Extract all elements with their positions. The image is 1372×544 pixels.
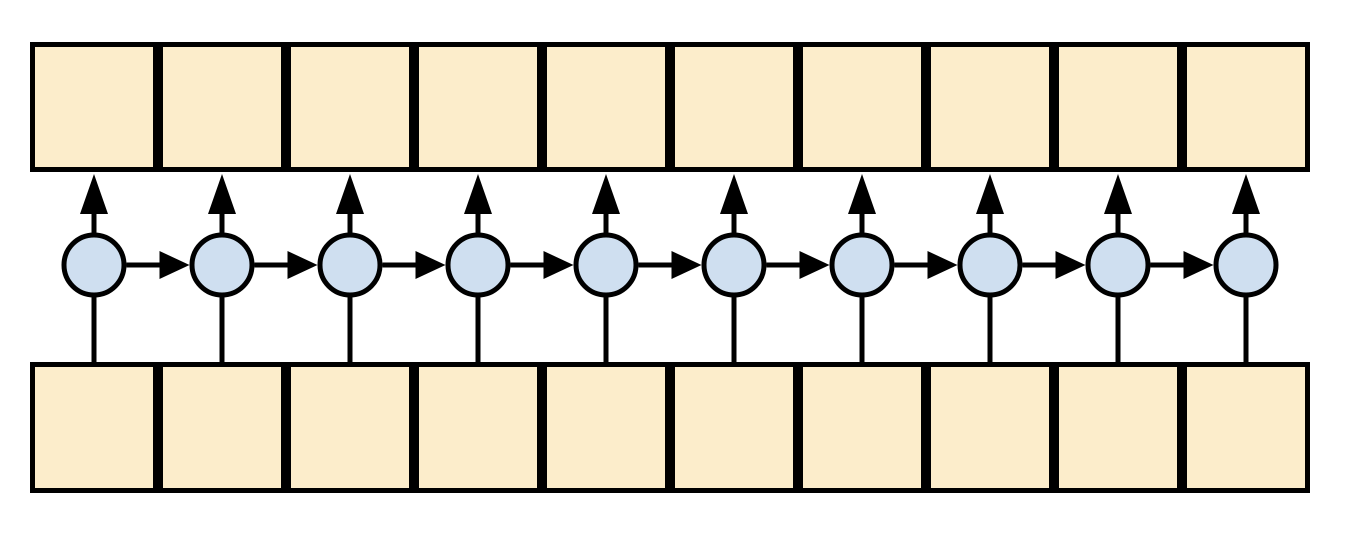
input-connectors-group: [91, 295, 1249, 362]
hidden-state-circle[interactable]: [1085, 232, 1151, 298]
output-arrow-head: [976, 174, 1004, 214]
sequence-cell-box[interactable]: [414, 362, 542, 493]
sequence-cell-box[interactable]: [670, 362, 798, 493]
output-arrow-head: [208, 174, 236, 214]
hidden-state-node[interactable]: [1085, 232, 1151, 298]
hidden-state-node[interactable]: [445, 232, 511, 298]
output-arrow-head: [80, 174, 108, 214]
sequence-cell[interactable]: [670, 42, 798, 172]
recurrent-arrow-head: [543, 251, 574, 279]
hidden-state-node[interactable]: [957, 232, 1023, 298]
recurrent-arrow-head: [415, 251, 446, 279]
sequence-cell[interactable]: [798, 42, 926, 172]
sequence-cell-box[interactable]: [414, 42, 542, 172]
output-arrow-head: [720, 174, 748, 214]
output-arrow-head: [592, 174, 620, 214]
sequence-cell[interactable]: [926, 362, 1054, 493]
recurrent-arrow: [254, 251, 318, 279]
hidden-state-node[interactable]: [829, 232, 895, 298]
sequence-cell-box[interactable]: [542, 42, 670, 172]
hidden-state-circle[interactable]: [829, 232, 895, 298]
hidden-state-node[interactable]: [701, 232, 767, 298]
sequence-cell-box[interactable]: [926, 362, 1054, 493]
output-arrow-head: [848, 174, 876, 214]
sequence-cell[interactable]: [158, 42, 286, 172]
sequence-cell[interactable]: [798, 362, 926, 493]
recurrent-arrow: [766, 251, 830, 279]
output-sequence-row: [30, 42, 1310, 172]
recurrent-arrow: [638, 251, 702, 279]
sequence-cell[interactable]: [926, 42, 1054, 172]
sequence-cell[interactable]: [670, 362, 798, 493]
sequence-cell-box[interactable]: [1182, 42, 1310, 172]
sequence-cell[interactable]: [414, 42, 542, 172]
sequence-cell[interactable]: [286, 42, 414, 172]
hidden-state-node[interactable]: [317, 232, 383, 298]
sequence-cell[interactable]: [1054, 42, 1182, 172]
hidden-state-node[interactable]: [189, 232, 255, 298]
hidden-state-circle[interactable]: [445, 232, 511, 298]
hidden-state-circle[interactable]: [573, 232, 639, 298]
sequence-cell[interactable]: [414, 362, 542, 493]
sequence-cell-box[interactable]: [926, 42, 1054, 172]
sequence-cell-box[interactable]: [286, 42, 414, 172]
sequence-cell[interactable]: [158, 362, 286, 493]
sequence-cell-box[interactable]: [30, 42, 158, 172]
input-sequence-row: [30, 362, 1310, 493]
recurrent-arrow-head: [671, 251, 702, 279]
recurrent-arrow: [1022, 251, 1086, 279]
recurrent-arrows-group: [126, 251, 1214, 279]
sequence-cell[interactable]: [1182, 362, 1310, 493]
output-arrow-head: [1104, 174, 1132, 214]
recurrent-arrow-head: [799, 251, 830, 279]
sequence-cell[interactable]: [286, 362, 414, 493]
recurrent-arrow: [1150, 251, 1214, 279]
recurrent-arrow-head: [927, 251, 958, 279]
sequence-cell-box[interactable]: [1054, 362, 1182, 493]
recurrent-arrow: [382, 251, 446, 279]
recurrent-arrow: [510, 251, 574, 279]
hidden-state-circle[interactable]: [189, 232, 255, 298]
recurrent-arrow-head: [287, 251, 318, 279]
hidden-state-node[interactable]: [1213, 232, 1279, 298]
output-arrow-head: [336, 174, 364, 214]
hidden-state-circle[interactable]: [1213, 232, 1279, 298]
sequence-cell-box[interactable]: [1182, 362, 1310, 493]
hidden-state-circle[interactable]: [957, 232, 1023, 298]
output-arrow-head: [464, 174, 492, 214]
sequence-cell[interactable]: [30, 42, 158, 172]
hidden-state-node[interactable]: [61, 232, 127, 298]
sequence-cell-box[interactable]: [542, 362, 670, 493]
output-arrows-group: [80, 174, 1260, 235]
hidden-state-circle[interactable]: [701, 232, 767, 298]
hidden-state-circle[interactable]: [317, 232, 383, 298]
sequence-cell[interactable]: [542, 362, 670, 493]
recurrent-arrow-head: [1055, 251, 1086, 279]
recurrent-arrow: [126, 251, 190, 279]
sequence-cell-box[interactable]: [798, 362, 926, 493]
sequence-cell[interactable]: [30, 362, 158, 493]
sequence-cell-box[interactable]: [670, 42, 798, 172]
output-arrow-head: [1232, 174, 1260, 214]
sequence-cell[interactable]: [1182, 42, 1310, 172]
recurrent-arrow-head: [1183, 251, 1214, 279]
sequence-cell-box[interactable]: [286, 362, 414, 493]
hidden-state-nodes-group: [61, 232, 1279, 298]
hidden-state-node[interactable]: [573, 232, 639, 298]
sequence-cell-box[interactable]: [158, 362, 286, 493]
sequence-cell-box[interactable]: [798, 42, 926, 172]
sequence-cell-box[interactable]: [30, 362, 158, 493]
sequence-cell[interactable]: [542, 42, 670, 172]
recurrent-arrow-head: [159, 251, 190, 279]
sequence-cell-box[interactable]: [158, 42, 286, 172]
recurrent-arrow: [894, 251, 958, 279]
sequence-cell[interactable]: [1054, 362, 1182, 493]
sequence-cell-box[interactable]: [1054, 42, 1182, 172]
hidden-state-circle[interactable]: [61, 232, 127, 298]
